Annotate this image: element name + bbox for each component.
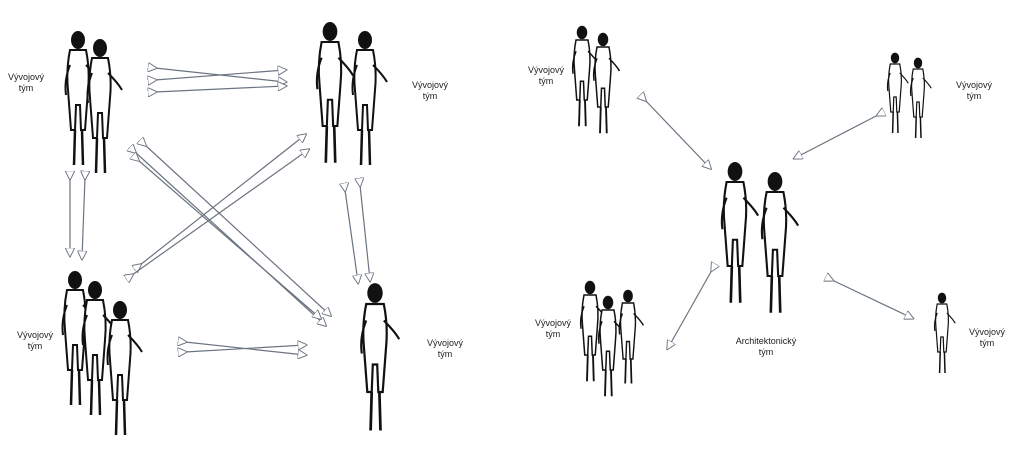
arrow: [155, 86, 285, 92]
person-figure-icon: [361, 283, 399, 430]
arrow: [185, 345, 305, 352]
person-figure-icon: [888, 53, 909, 133]
arrow: [345, 190, 358, 282]
arrow: [135, 152, 325, 325]
person-figure-icon: [108, 301, 143, 435]
person-figure-icon: [911, 58, 932, 138]
arrow: [645, 100, 710, 168]
person-figure-icon: [619, 290, 643, 384]
person-figure-icon: [935, 293, 956, 373]
person-figure-icon: [762, 172, 798, 313]
person-figure-icon: [722, 162, 758, 303]
arrow: [668, 270, 712, 348]
person-figure-icon: [353, 31, 388, 165]
arrow: [140, 135, 305, 265]
person-figure-icon: [594, 33, 620, 134]
arrow: [155, 70, 285, 80]
arrow: [145, 145, 330, 315]
person-figure-icon: [573, 26, 599, 127]
arrow: [82, 178, 85, 258]
person-figure-icon: [317, 22, 353, 163]
person-figure-icon: [88, 39, 123, 173]
arrow: [360, 185, 370, 280]
arrow: [132, 150, 308, 275]
arrow: [832, 280, 912, 318]
arrow: [795, 115, 878, 158]
arrow: [138, 160, 320, 318]
